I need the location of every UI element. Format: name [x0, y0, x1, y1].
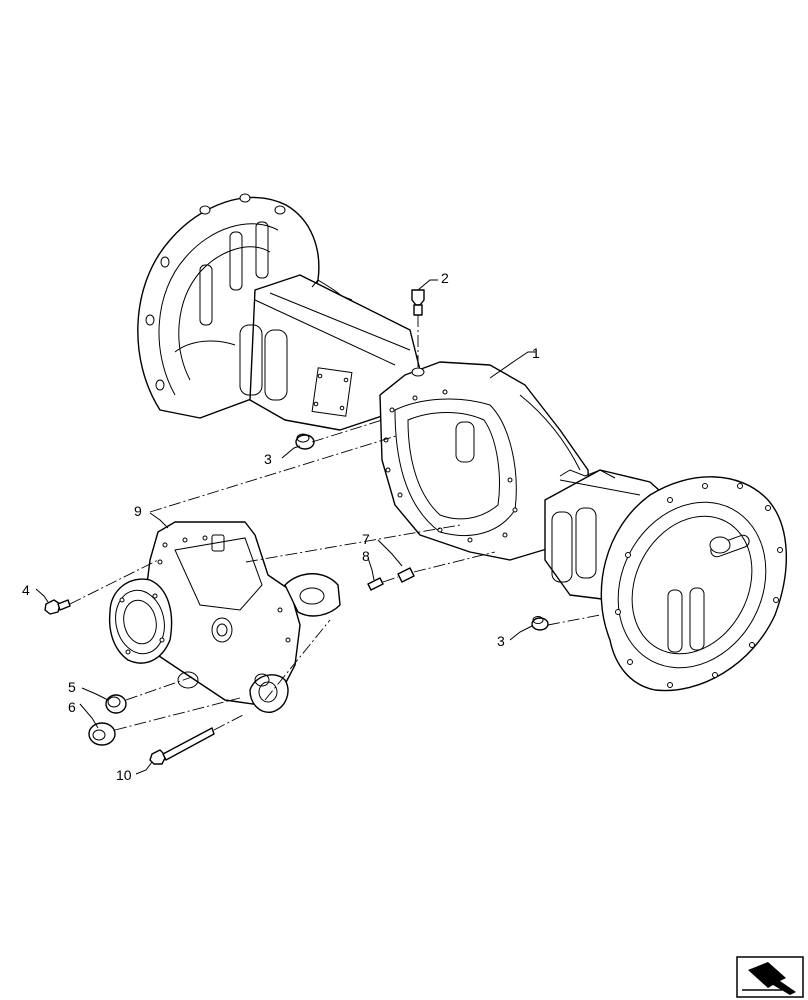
callout-5: 5 — [68, 679, 76, 695]
callout-leaders — [35, 279, 536, 775]
callout-4: 4 — [22, 582, 30, 598]
screw-small — [367, 577, 384, 591]
callout-1: 1 — [532, 345, 540, 361]
differential-carrier — [108, 521, 341, 713]
plug-6 — [88, 722, 116, 746]
callout-7: 7 — [362, 531, 370, 547]
breather-fitting — [411, 289, 425, 316]
plug-left — [295, 433, 315, 450]
callout-6: 6 — [68, 699, 76, 715]
callout-10: 10 — [116, 767, 132, 783]
dowel-pin — [397, 567, 415, 583]
assembly-centerlines — [69, 315, 601, 731]
callout-8: 8 — [362, 548, 370, 564]
long-bolt — [149, 727, 215, 765]
bolt-small — [44, 599, 71, 615]
callout-3-left: 3 — [264, 451, 272, 467]
callout-9: 9 — [134, 503, 142, 519]
callout-3-right: 3 — [497, 633, 505, 649]
callout-labels: 1 2 3 3 4 5 6 7 8 9 10 — [22, 270, 540, 783]
callout-2: 2 — [441, 270, 449, 286]
axle-housing — [137, 193, 787, 692]
next-page-arrow-icon[interactable] — [736, 956, 804, 998]
plug-5 — [105, 694, 127, 714]
plug-right — [531, 616, 549, 631]
